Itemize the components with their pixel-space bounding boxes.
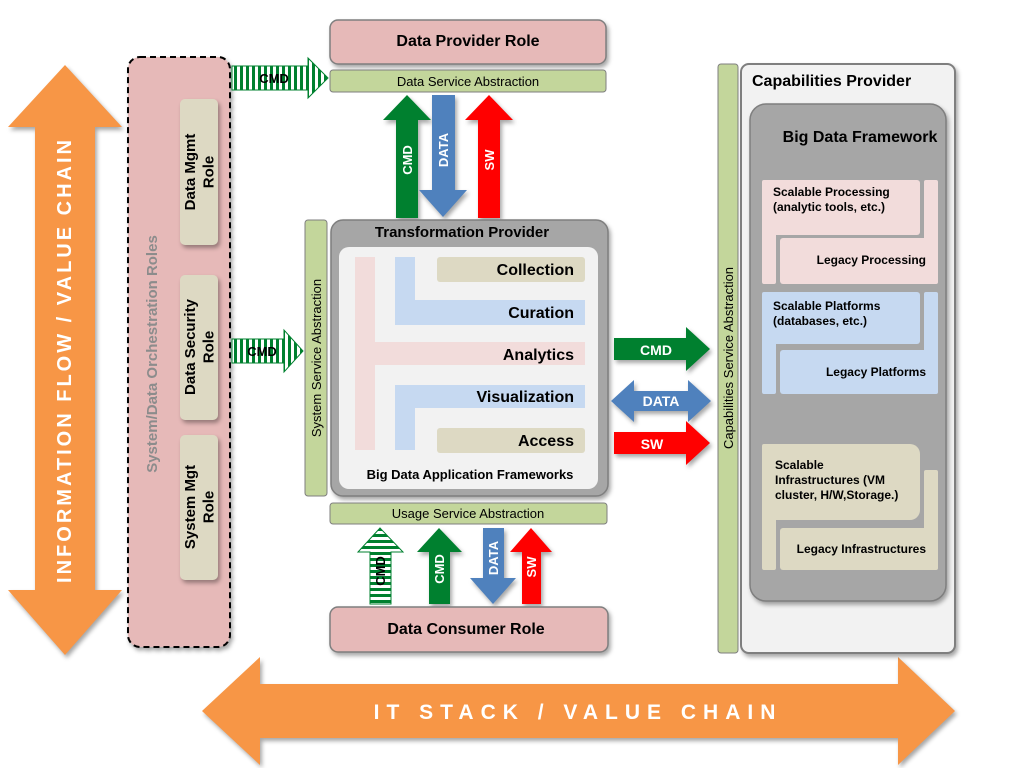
orchestration-to-data-service-cmd-arrow: CMD: [231, 56, 329, 100]
usage-service-abstraction-label: Usage Service Abstraction: [392, 506, 544, 521]
cmd-label: CMD: [373, 556, 388, 586]
sw-label: SW: [641, 436, 664, 452]
consumer-striped-cmd-up-arrow: CMD: [356, 527, 405, 605]
step-curation: Curation: [508, 305, 574, 322]
processing-group: Scalable Processing(analytic tools, etc.…: [762, 180, 938, 284]
access-bar: [437, 428, 585, 453]
transformation-provider-title: Transformation Provider: [375, 224, 549, 241]
data-label: DATA: [486, 540, 501, 575]
system-service-abstraction-bar: [304, 219, 328, 497]
application-frameworks-label: Big Data Application Frameworks: [367, 467, 574, 482]
legacy-infrastructures-label: Legacy Infrastructures: [797, 542, 927, 556]
information-flow-double-arrow: [8, 65, 122, 655]
capabilities-service-abstraction-bar: [717, 63, 739, 654]
blue-curation-shape: [395, 257, 585, 325]
legacy-processing-block: [780, 238, 938, 284]
cmd-label: CMD: [640, 342, 672, 358]
step-access: Access: [518, 433, 574, 450]
step-collection: Collection: [497, 262, 574, 279]
capabilities-data-double-arrow: DATA: [611, 380, 711, 422]
step-analytics: Analytics: [503, 347, 574, 364]
processing-left-strip: [762, 180, 776, 284]
usage-service-abstraction-bar: [329, 502, 608, 525]
capabilities-provider-title: Capabilities Provider: [752, 73, 911, 90]
provider-data-down-arrow: DATA: [419, 95, 467, 217]
data-label: DATA: [436, 132, 451, 167]
capabilities-service-abstraction-label: Capabilities Service Abstraction: [721, 267, 736, 449]
data-service-abstraction-bar: [329, 69, 607, 93]
cmd-label: CMD: [259, 71, 289, 86]
infrastructures-left-strip: [762, 444, 776, 570]
cmd-label: CMD: [400, 145, 415, 175]
capabilities-sw-arrow: SW: [614, 421, 710, 465]
big-data-framework-title: Big Data Framework: [783, 129, 938, 146]
legacy-platforms-block: [780, 350, 938, 394]
it-stack-double-arrow: [202, 657, 955, 765]
capabilities-cmd-arrow: CMD: [614, 327, 710, 371]
pink-comb-shape: [355, 257, 585, 450]
provider-cmd-up-arrow: CMD: [383, 95, 431, 218]
orchestration-to-system-service-cmd-arrow: CMD: [231, 328, 304, 374]
data-label: DATA: [643, 393, 680, 409]
scalable-processing-block: [762, 180, 920, 235]
blue-visualization-shape: [395, 385, 585, 450]
data-service-abstraction-label: Data Service Abstraction: [397, 74, 539, 89]
data-consumer-role-box: [329, 606, 609, 653]
data-consumer-role-title: Data Consumer Role: [387, 621, 544, 638]
scalable-infrastructures-block: [762, 444, 920, 520]
provider-sw-up-arrow: SW: [465, 95, 513, 218]
platforms-left-strip: [762, 292, 776, 394]
consumer-data-down-arrow: DATA: [470, 528, 516, 604]
legacy-platforms-label: Legacy Platforms: [826, 365, 926, 379]
data-provider-role-title: Data Provider Role: [396, 33, 539, 50]
scalable-platforms-block: [762, 292, 920, 344]
platforms-group: Scalable Platforms(databases, etc.) Lega…: [762, 292, 938, 394]
scalable-platforms-label: Scalable Platforms(databases, etc.): [773, 299, 881, 328]
step-visualization: Visualization: [476, 389, 574, 406]
consumer-sw-up-arrow: SW: [510, 528, 552, 604]
legacy-infrastructures-block: [780, 528, 938, 570]
collection-bar: [437, 257, 585, 282]
it-stack-label: IT STACK / VALUE CHAIN: [374, 701, 783, 724]
sw-label: SW: [524, 556, 539, 578]
legacy-processing-label: Legacy Processing: [817, 253, 926, 267]
scalable-processing-label: Scalable Processing(analytic tools, etc.…: [773, 185, 890, 214]
data-provider-role-box: [329, 19, 607, 65]
sw-label: SW: [482, 149, 497, 171]
information-flow-label: INFORMATION FLOW / VALUE CHAIN: [54, 137, 76, 583]
consumer-cmd-up-arrow: CMD: [417, 528, 462, 604]
cmd-label: CMD: [432, 554, 447, 584]
cmd-label: CMD: [247, 344, 277, 359]
orchestration-roles-title: System/Data Orchestration Roles: [144, 235, 161, 473]
system-service-abstraction-label: System Service Abstraction: [309, 279, 324, 437]
